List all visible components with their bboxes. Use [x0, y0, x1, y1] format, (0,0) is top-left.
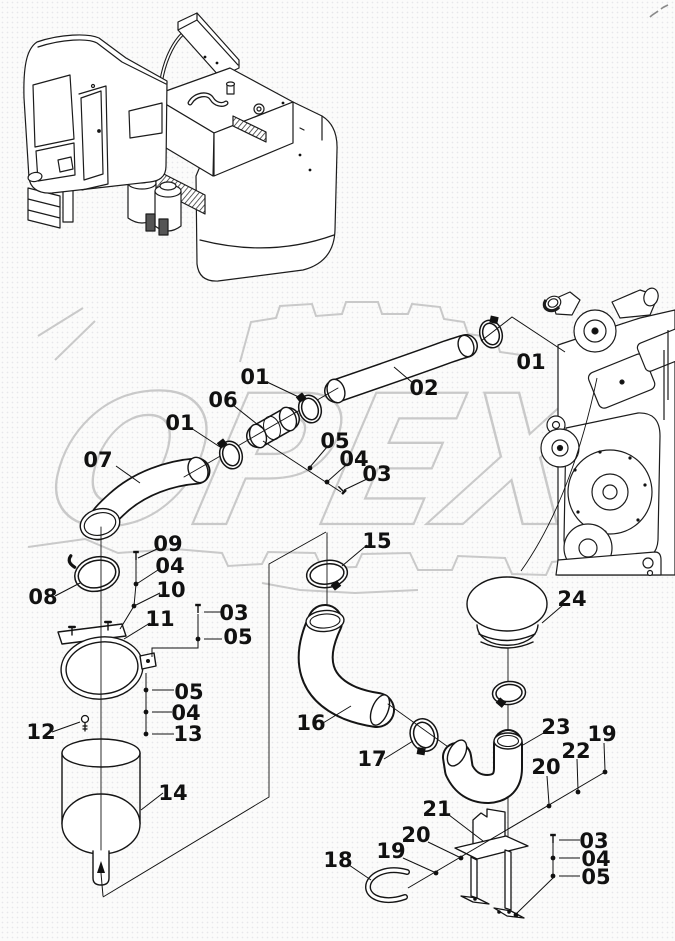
- callout-05b: 05: [223, 625, 252, 649]
- cab-windshield: [32, 74, 75, 148]
- callout-04a: 04: [339, 447, 368, 471]
- callout-04c: 04: [171, 701, 200, 725]
- headlight: [27, 171, 43, 183]
- callout-03c: 03: [579, 829, 608, 853]
- callout-11: 11: [145, 607, 174, 631]
- grille-hatch-right: [232, 115, 267, 143]
- clamp-01-a: [478, 315, 504, 349]
- callout-04b: 04: [155, 554, 184, 578]
- rain-cap-24: [466, 576, 548, 649]
- watermark-gear-top: [239, 301, 529, 363]
- valve-cover-2: [636, 326, 675, 372]
- cab-front-lower-window: [35, 142, 76, 182]
- bolt-icon-03b: [193, 603, 203, 615]
- bolt-icon-03c: [549, 833, 557, 845]
- reference-lines: [102, 377, 598, 898]
- centerline-16-23: [387, 703, 459, 755]
- callout-05c: 05: [174, 680, 203, 704]
- callout-23: 23: [541, 715, 570, 739]
- callout-10: 10: [156, 578, 185, 602]
- callout-17: 17: [357, 747, 386, 771]
- callout-19b: 19: [376, 839, 405, 863]
- deck-bolts: [203, 55, 312, 172]
- outlet-arrow-line: [100, 872, 104, 897]
- callout-20b: 20: [401, 823, 430, 847]
- oil-pan: [555, 551, 662, 576]
- callout-05a: 05: [320, 429, 349, 453]
- leader-lines: [51, 316, 606, 915]
- hose-07: [79, 456, 211, 541]
- cab-seat: [57, 156, 74, 173]
- clamp-17: [409, 718, 439, 756]
- cab-rear-window: [128, 102, 163, 139]
- callout-15: 15: [362, 529, 391, 553]
- callout-02: 02: [409, 376, 438, 400]
- cab-door: [78, 85, 109, 191]
- excavator-illustration: [23, 12, 338, 282]
- callout-22: 22: [561, 739, 590, 763]
- callout-03a: 03: [362, 462, 391, 486]
- panel-outline: [102, 531, 327, 898]
- bolt-12: [80, 714, 90, 732]
- callout-07: 07: [83, 448, 112, 472]
- callout-01b: 01: [240, 365, 269, 389]
- engine-to-stack-curve: [520, 377, 598, 572]
- u-bolt-18: [365, 867, 410, 903]
- callout-18: 18: [323, 848, 352, 872]
- watermark-gear-bottom: [27, 537, 563, 595]
- callout-01c: 01: [165, 411, 194, 435]
- band-clamp-11: [57, 620, 157, 700]
- outlet-arrow: [97, 861, 105, 873]
- clamp-22: [491, 680, 527, 708]
- callout-19a: 19: [587, 722, 616, 746]
- callout-09: 09: [153, 532, 182, 556]
- engine-illustration: [540, 287, 675, 577]
- hardware-dots: [131, 465, 608, 918]
- callout-04d: 04: [581, 847, 610, 871]
- callout-03b: 03: [219, 601, 248, 625]
- callout-13: 13: [173, 722, 202, 746]
- clamp-01-b: [295, 392, 323, 424]
- connector-06: [246, 406, 300, 449]
- watermark-gear-left-fragment: [37, 307, 96, 361]
- callout-08: 08: [28, 585, 57, 609]
- side-step: [27, 187, 61, 229]
- bracket-21: [454, 808, 529, 919]
- tank-2-cap: [159, 181, 177, 191]
- open-cover-panel: [177, 12, 240, 78]
- engine-hood-side: [213, 101, 294, 177]
- callout-20a: 20: [531, 755, 560, 779]
- callout-14: 14: [158, 781, 187, 805]
- callout-06: 06: [208, 388, 237, 412]
- corner-mark: [649, 4, 669, 18]
- hose-16: [297, 604, 395, 728]
- callout-05d: 05: [581, 865, 610, 889]
- callout-01a: 01: [516, 350, 545, 374]
- callout-21: 21: [422, 797, 451, 821]
- callout-16: 16: [296, 711, 325, 735]
- callout-12: 12: [26, 720, 55, 744]
- hose-02: [324, 334, 478, 404]
- callout-24: 24: [557, 587, 586, 611]
- cab-door-window: [80, 90, 104, 181]
- elbow-23: [442, 729, 523, 804]
